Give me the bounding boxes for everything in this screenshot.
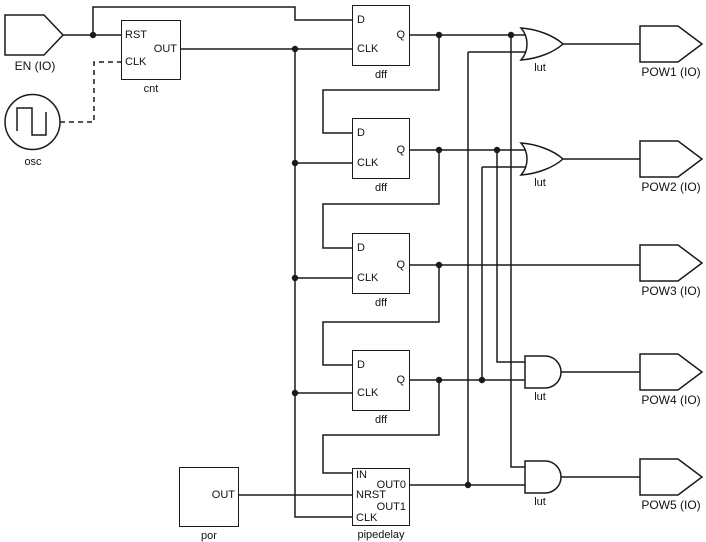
cnt-block: RST OUT CLK — [121, 20, 181, 80]
pow4-output-pin — [639, 353, 704, 391]
wire-dff2-q-to-lut4 — [496, 150, 527, 363]
dff1-port-q: Q — [396, 29, 405, 41]
dff3-block: D Q CLK — [352, 233, 410, 294]
dff4-block: D Q CLK — [352, 350, 410, 411]
dff4-label: dff — [374, 414, 388, 426]
dff2-port-q: Q — [396, 144, 405, 156]
en-input-pin — [4, 14, 65, 56]
pow4-output-label: POW4 (IO) — [641, 393, 701, 407]
cnt-port-rst: RST — [125, 29, 147, 41]
dff3-port-clk: CLK — [357, 272, 379, 284]
lut4-label: lut — [534, 391, 546, 403]
wire-en-to-dff1-d — [92, 6, 352, 35]
wire-osc-dashed — [60, 61, 121, 123]
dff4-port-d: D — [357, 359, 365, 371]
pow2-output-label: POW2 (IO) — [641, 180, 701, 194]
osc-waveform-icon — [16, 107, 47, 136]
pow3-output-label: POW3 (IO) — [641, 284, 701, 298]
junction-dots — [89, 31, 515, 489]
wire-dff1-q-to-dff2-d — [322, 35, 440, 134]
lut5-and-gate — [524, 460, 562, 494]
pow1-output-label: POW1 (IO) — [641, 65, 701, 79]
lut2-or-gate — [519, 142, 565, 176]
pow5-output-pin — [639, 458, 704, 496]
pipedelay-port-out1: OUT1 — [376, 501, 406, 513]
pipedelay-label: pipedelay — [357, 529, 405, 541]
pow1-output-pin — [639, 25, 704, 63]
pipedelay-port-in: IN — [356, 469, 367, 481]
wire-dff4-q-to-pipedelay-in — [322, 380, 440, 474]
wires — [63, 6, 640, 518]
wire-dff1-q-to-lut5 — [510, 35, 527, 468]
symbols — [4, 14, 704, 496]
dff3-port-q: Q — [396, 259, 405, 271]
por-port-out: OUT — [211, 489, 235, 501]
cnt-port-clk: CLK — [125, 56, 147, 68]
pow2-output-pin — [639, 140, 704, 178]
dff2-block: D Q CLK — [352, 118, 410, 179]
cnt-label: cnt — [143, 83, 159, 95]
osc-label: osc — [24, 156, 42, 168]
pow5-output-label: POW5 (IO) — [641, 498, 701, 512]
por-label: por — [201, 530, 217, 542]
wire-dff3-q-to-dff4-d — [322, 265, 440, 366]
dff2-port-d: D — [357, 127, 365, 139]
dff4-port-clk: CLK — [357, 387, 379, 399]
wire-dff2-q-to-dff3-d — [322, 150, 440, 249]
dff1-block: D Q CLK — [352, 5, 410, 66]
lut5-label: lut — [534, 496, 546, 508]
dff3-label: dff — [374, 297, 388, 309]
lut1-label: lut — [534, 62, 546, 74]
pipedelay-port-nrst: NRST — [356, 489, 386, 501]
pipedelay-port-out0: OUT0 — [376, 479, 406, 491]
dff1-port-clk: CLK — [357, 43, 379, 55]
pipedelay-port-clk: CLK — [356, 512, 378, 524]
en-input-label: EN (IO) — [14, 59, 56, 73]
lut1-or-gate — [519, 27, 565, 61]
dff3-port-d: D — [357, 242, 365, 254]
pow3-output-pin — [639, 244, 704, 282]
wire-clock-trunk — [294, 49, 352, 518]
dff1-port-d: D — [357, 14, 365, 26]
lut2-label: lut — [534, 177, 546, 189]
cnt-port-out: OUT — [153, 43, 177, 55]
lut4-and-gate — [524, 355, 562, 389]
dff2-label: dff — [374, 182, 388, 194]
dashed-osc-wires — [60, 61, 121, 123]
por-block: OUT — [179, 467, 239, 527]
pipedelay-block: IN OUT0 NRST OUT1 CLK — [352, 468, 410, 526]
dff1-label: dff — [374, 69, 388, 81]
dff4-port-q: Q — [396, 374, 405, 386]
dff2-port-clk: CLK — [357, 157, 379, 169]
